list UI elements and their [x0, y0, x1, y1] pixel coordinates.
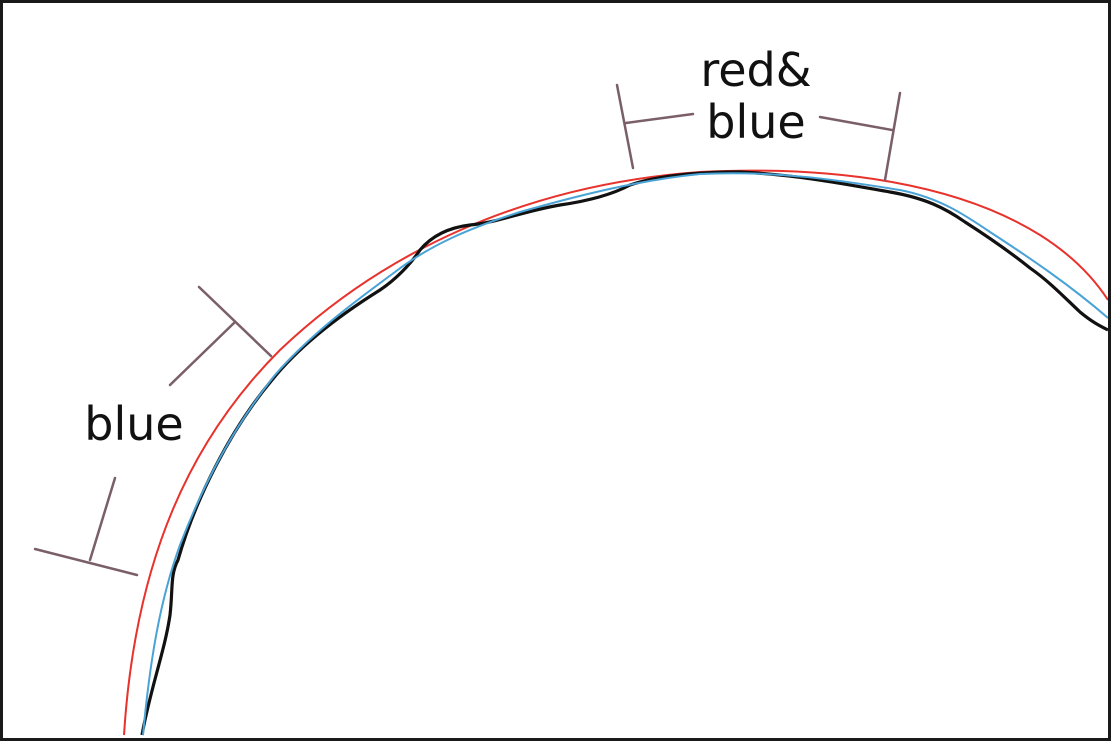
left-bracket-lower-arm: [88, 476, 117, 562]
measured-outline-curve: [140, 170, 1108, 736]
left-bracket-lower-tick: [33, 547, 139, 577]
top-label-line2: blue: [706, 95, 805, 149]
top-bracket-right-tick: [883, 91, 902, 182]
top-bracket-right-arm: [818, 115, 894, 132]
curve-fit-diagram: red& blue blue: [33, 43, 1108, 736]
left-bracket-upper-arm: [168, 320, 237, 387]
top-bracket-left-tick: [615, 83, 635, 170]
top-bracket: [615, 83, 902, 182]
red-fit-curve: [123, 169, 1108, 736]
blue-fit-curve: [142, 172, 1108, 736]
left-bracket: [33, 285, 273, 577]
top-label-line1: red&: [700, 43, 811, 97]
left-label: blue: [84, 397, 183, 451]
top-bracket-left-arm: [624, 112, 695, 125]
